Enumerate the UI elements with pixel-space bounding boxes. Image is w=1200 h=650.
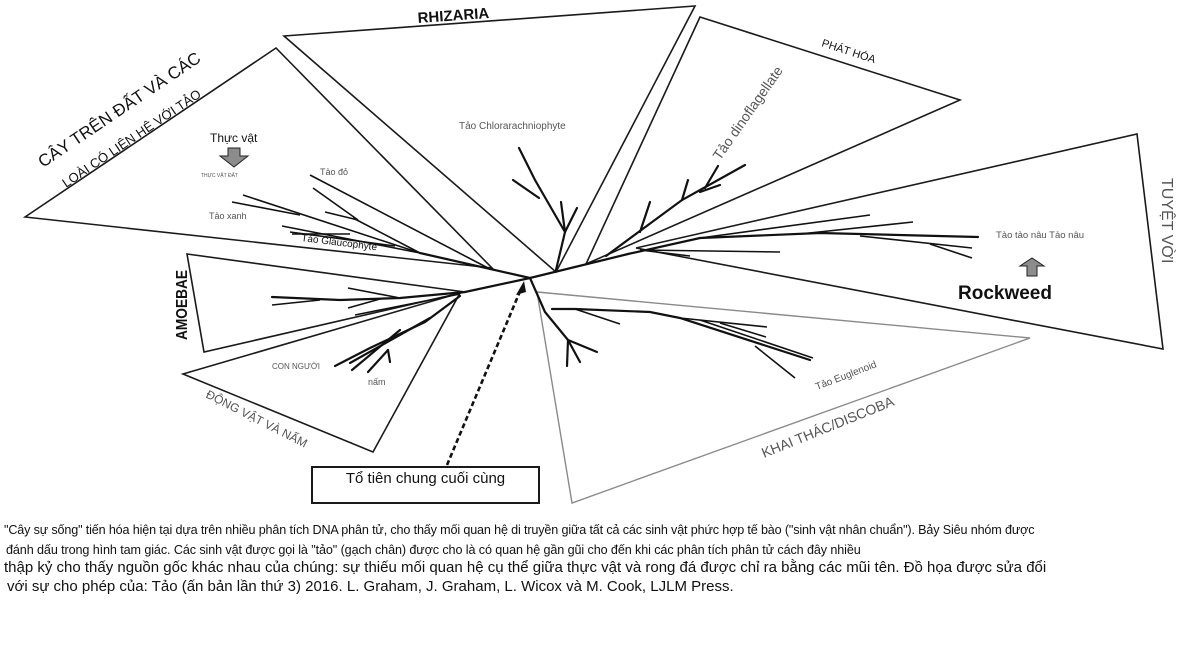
branch-alveolata-main (604, 163, 747, 258)
label-fungi: nấm (368, 377, 386, 387)
branch-green-1 (242, 194, 421, 254)
branch-euglenoid-d (699, 319, 814, 359)
last-common-ancestor-box: Tổ tiên chung cuối cùng (311, 466, 540, 504)
branch-amoebae-d (354, 293, 461, 316)
label-plants-arrow: Thực vật (210, 131, 258, 145)
branch-excavata-a (565, 338, 570, 368)
branch-rhizaria-b (559, 200, 567, 234)
branch-rhizaria-main (517, 146, 567, 272)
caption-line-2: đánh dấu trong hình tam giác. Các sinh v… (6, 543, 861, 557)
group-title-rhizaria: RHIZARIA (417, 5, 490, 27)
branch-rhizaria-a (511, 178, 541, 200)
excavata-triangle (536, 291, 1031, 504)
plants-triangle (22, 46, 495, 270)
ancestor-dashed-arrow (445, 288, 523, 466)
branch-opisth-main (333, 294, 462, 368)
branch-excavata-c (566, 338, 599, 354)
branch-red-1 (312, 187, 359, 221)
label-land-plants: THỰC VẬT ĐẤT (201, 172, 238, 179)
branch-plants-1 (309, 174, 489, 269)
branch-amoebae-b (347, 298, 381, 309)
caption-line-3: thập kỷ cho thấy nguồn gốc khác nhau của… (4, 559, 1047, 576)
branch-amoebae-main (270, 290, 467, 302)
branch-alveolata-d (698, 183, 722, 194)
label-green-algae: Tảo xanh (209, 211, 247, 221)
branch-fungi-c (386, 348, 392, 364)
branch-rhizaria-c (563, 206, 579, 234)
label-brown-algae: Tảo tảo nâu Tảo nâu (996, 230, 1084, 241)
branch-strameno-b (799, 221, 914, 235)
tree-of-life-diagram: CÂY TRÊN ĐẤT VÀ CÁC LOÀI CÓ LIÊN HỆ VỚI … (22, 5, 1177, 504)
branch-euglenoid-e (754, 345, 796, 379)
group-title-amoebae: AMOEBAE (174, 270, 191, 340)
group-title-stramenopiles: TUYỆT VỜI (1158, 178, 1177, 263)
group-title-alveolata: PHÁT HÓA (820, 36, 878, 66)
label-humans: CON NGƯỜI (272, 362, 320, 371)
branch-excavata-main (528, 276, 570, 342)
alveolata-triangle (584, 16, 963, 266)
branch-red-2 (324, 211, 359, 221)
branch-plants-3 (289, 231, 396, 247)
ancestor-arrowhead (516, 281, 526, 295)
animals-fungi-triangle (180, 291, 462, 454)
branch-alveolata-c (703, 164, 720, 190)
branch-euglenoid-b (679, 317, 768, 328)
branch-fungi-a (350, 328, 402, 372)
branch-strameno-d (929, 243, 973, 259)
branch-strameno-e (639, 249, 781, 253)
branch-euglenoid-main (550, 307, 812, 362)
branch-strameno-a (699, 214, 871, 239)
branch-strameno-f (639, 249, 691, 257)
label-red-algae: Tảo đỏ (320, 167, 348, 177)
branch-amoebae-c (271, 299, 321, 306)
branch-alveolata-b (680, 178, 690, 202)
label-rockweed: Rockweed (958, 283, 1052, 304)
branch-strameno-main (626, 231, 980, 256)
caption-line-1: "Cây sự sống" tiến hóa hiện tại dựa trên… (4, 523, 1035, 537)
group-title-animals-fungi: ĐỘNG VẬT VÀ NẤM (204, 386, 310, 450)
label-euglenoid: Tảo Euglenoid (814, 359, 878, 392)
branch-green-2 (231, 201, 301, 216)
branch-fungi-b (366, 348, 390, 374)
branch-euglenoid-a (574, 308, 621, 325)
label-dinoflagellate: Tảo dinoflagellate (709, 63, 786, 163)
stramenopiles-triangle (635, 133, 1164, 350)
label-chlorarachniophyte: Tảo Chlorarachniophyte (459, 121, 566, 132)
rhizaria-triangle (282, 5, 697, 274)
branch-excavata-b (566, 338, 582, 364)
branch-amoebae-a (347, 287, 401, 299)
rockweed-up-arrow-icon (1018, 257, 1046, 277)
branch-humans (348, 316, 432, 365)
amoebae-triangle (186, 253, 466, 353)
plants-down-arrow-icon (218, 147, 250, 168)
caption-line-4: với sự cho phép của: Tảo (ấn bản lần thứ… (7, 578, 734, 595)
trunk-branch (463, 252, 630, 294)
branch-plants-2 (352, 217, 421, 254)
branch-alveolata-a (638, 200, 652, 234)
branch-strameno-c (859, 235, 973, 249)
group-title-excavata: KHAI THÁC/DISCOBA (759, 393, 897, 461)
ancestor-label: Tổ tiên chung cuối cùng (345, 470, 506, 487)
branch-euglenoid-c (719, 322, 767, 338)
branch-plants-main (418, 251, 532, 280)
